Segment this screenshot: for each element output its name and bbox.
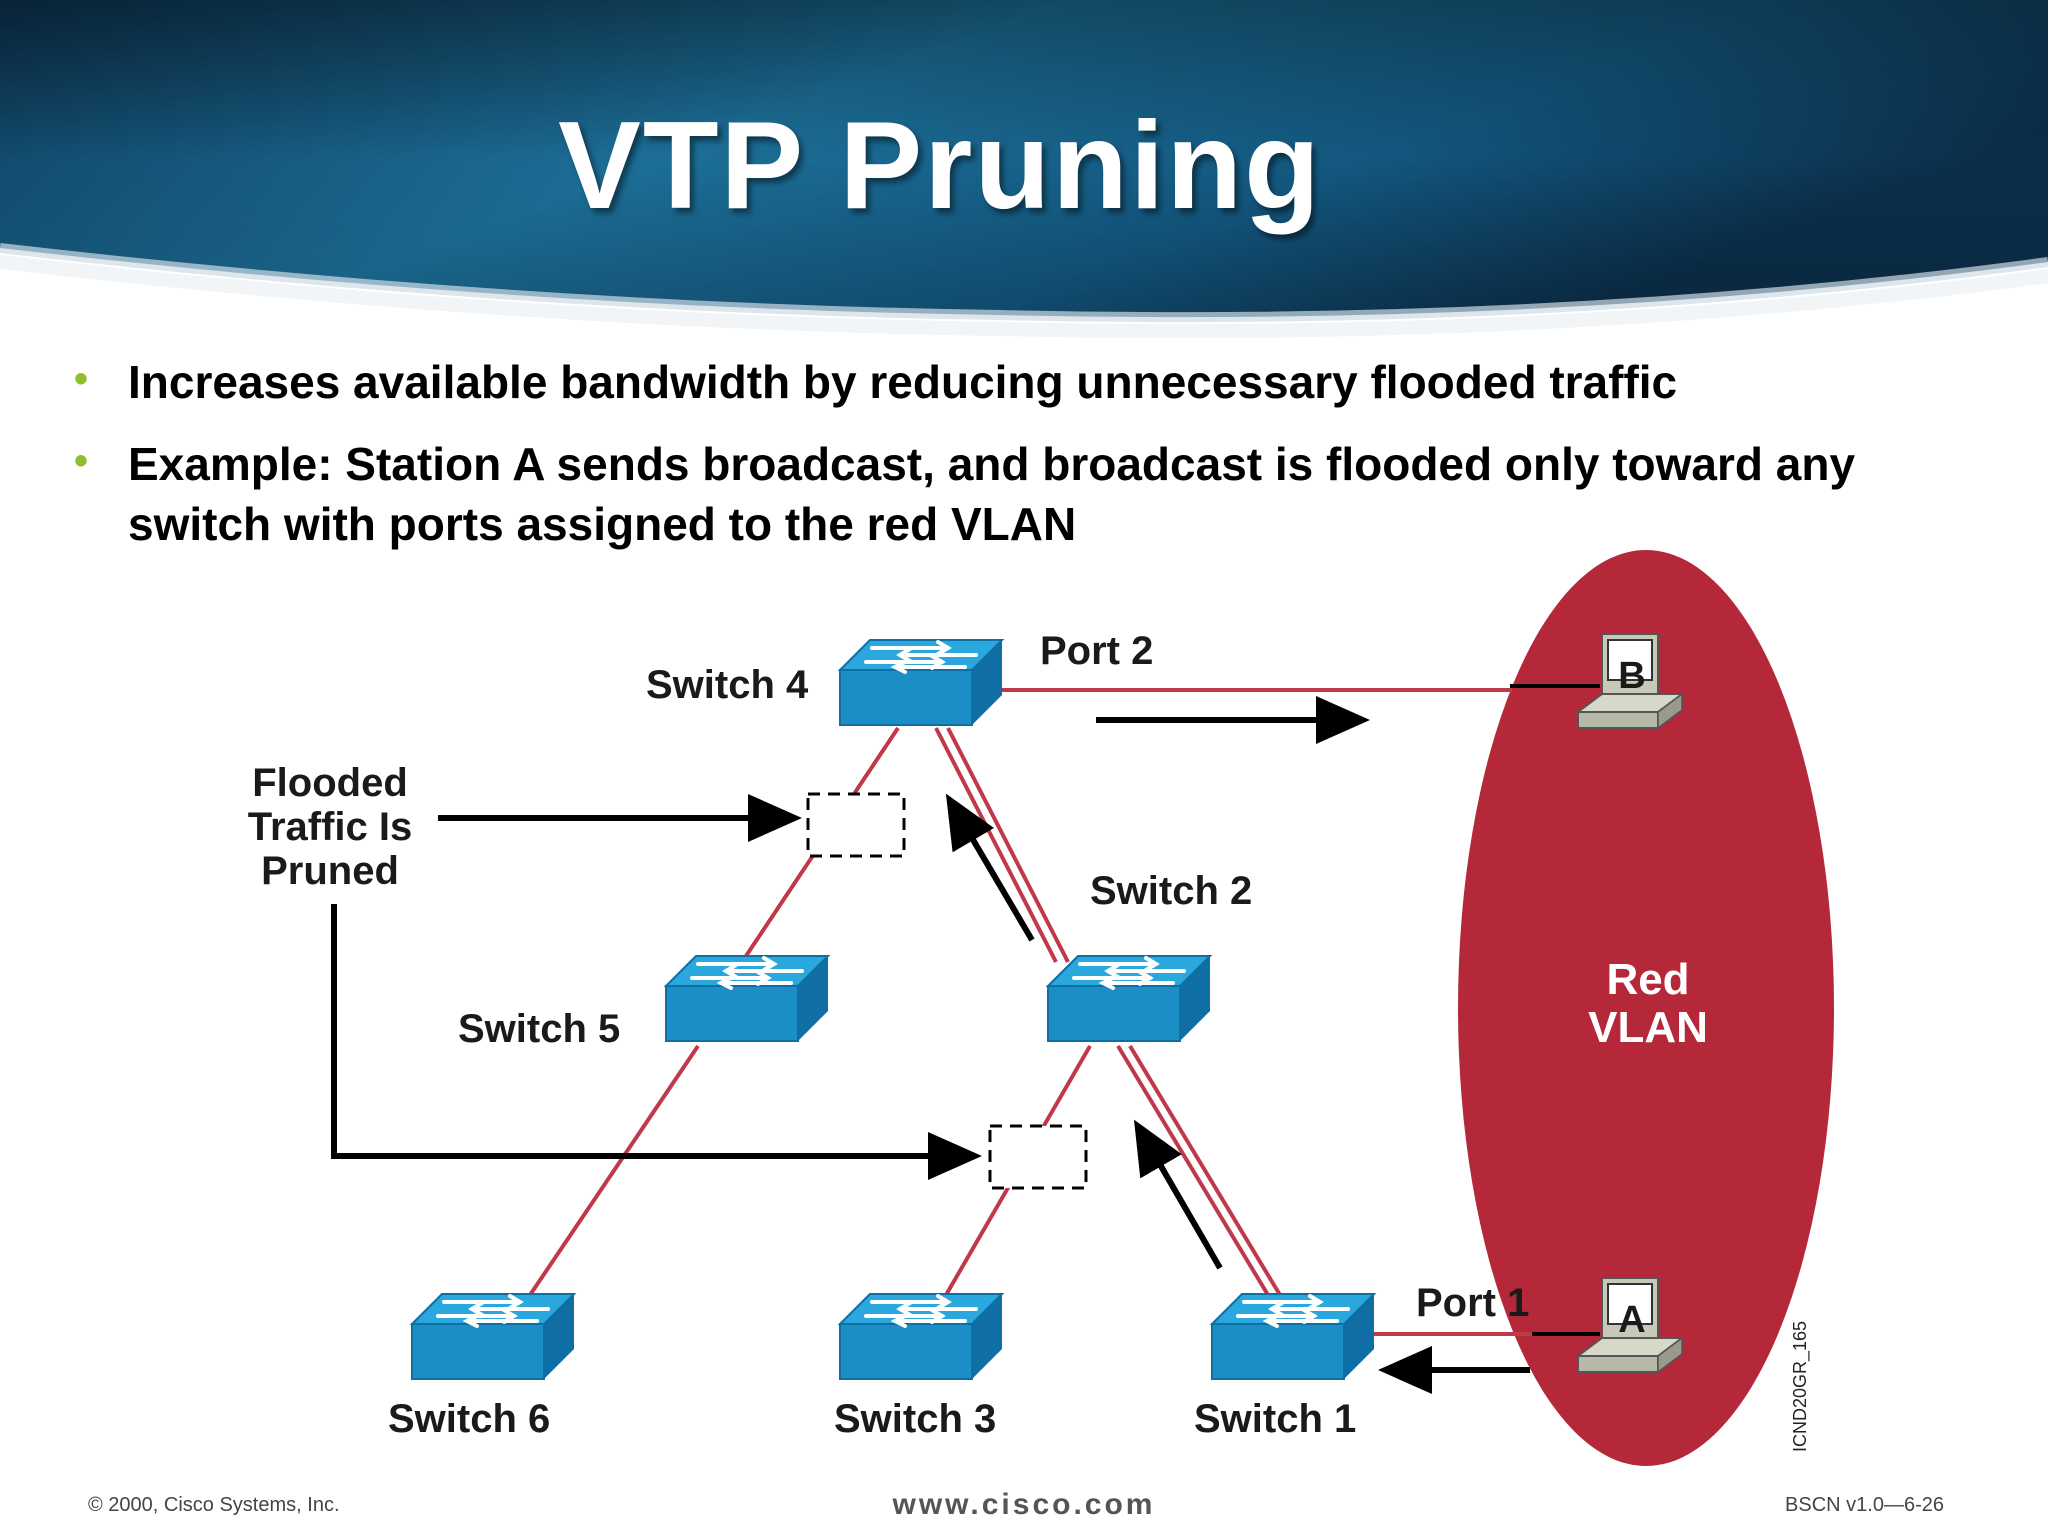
switch-4-label: Switch 4 [646, 663, 809, 707]
pruned-note-line: Flooded [252, 761, 408, 805]
footer-copyright: © 2000, Cisco Systems, Inc. [88, 1494, 340, 1516]
footer-code: BSCN v1.0—6-26 [1785, 1494, 1944, 1516]
station-a-label: A [1618, 1299, 1645, 1341]
switch-6-icon [410, 1292, 576, 1381]
pruned-box-bottom [988, 1124, 1088, 1190]
bullet-text: Increases available bandwidth by reducin… [128, 356, 1678, 408]
station-b-label: B [1618, 655, 1645, 697]
vlan-label: Red [1606, 955, 1689, 1004]
flow-arrows [331, 696, 1530, 1394]
header-band [0, 0, 2048, 339]
switch-2-label: Switch 2 [1090, 869, 1252, 913]
port-1-label: Port 1 [1416, 1281, 1529, 1325]
link-sw2-sw1 [1116, 1044, 1270, 1297]
port-2-label: Port 2 [1040, 629, 1153, 673]
link-sw4-sw2 [934, 727, 1058, 963]
switch-4-icon [838, 638, 1004, 727]
arrow-pruned-bottom [331, 904, 982, 1180]
switch-5-label: Switch 5 [458, 1007, 620, 1051]
arrow-sw2-to-sw4 [945, 793, 1035, 942]
bullet-dot-icon: • [74, 439, 89, 483]
switch-2-icon [1046, 954, 1212, 1043]
switch-1-icon [1210, 1292, 1376, 1381]
switch-1-label: Switch 1 [1194, 1397, 1356, 1441]
vlan-label: VLAN [1588, 1003, 1708, 1052]
link-sw2-sw1-b [1128, 1044, 1282, 1297]
bullet-dot-icon: • [74, 357, 89, 401]
switch-6-label: Switch 6 [388, 1397, 550, 1441]
switch-3-icon [838, 1292, 1004, 1381]
pruned-note-line: Traffic Is [248, 805, 413, 849]
arrow-sw1-to-sw2 [1133, 1119, 1223, 1270]
figure-id: ICND20GR_165 [1790, 1321, 1811, 1452]
bullet-text: Example: Station A sends broadcast, and … [128, 438, 1856, 550]
link-sw4-sw2-b [946, 727, 1070, 963]
switch-3-label: Switch 3 [834, 1397, 996, 1441]
pruned-note-line: Pruned [261, 849, 399, 893]
slide-title: VTP Pruning [558, 97, 1322, 235]
bullet-list: • Increases available bandwidth by reduci… [70, 352, 1990, 576]
pruned-box-top [806, 792, 906, 858]
link-sw5-sw6 [528, 1044, 700, 1297]
switch-5-icon [664, 954, 830, 1043]
bullet-item: • Example: Station A sends broadcast, and… [70, 434, 1990, 554]
bullet-item: • Increases available bandwidth by reduci… [70, 352, 1990, 412]
red-vlan-area [1458, 550, 1834, 1466]
footer-url[interactable]: www.cisco.com [892, 1488, 1156, 1521]
